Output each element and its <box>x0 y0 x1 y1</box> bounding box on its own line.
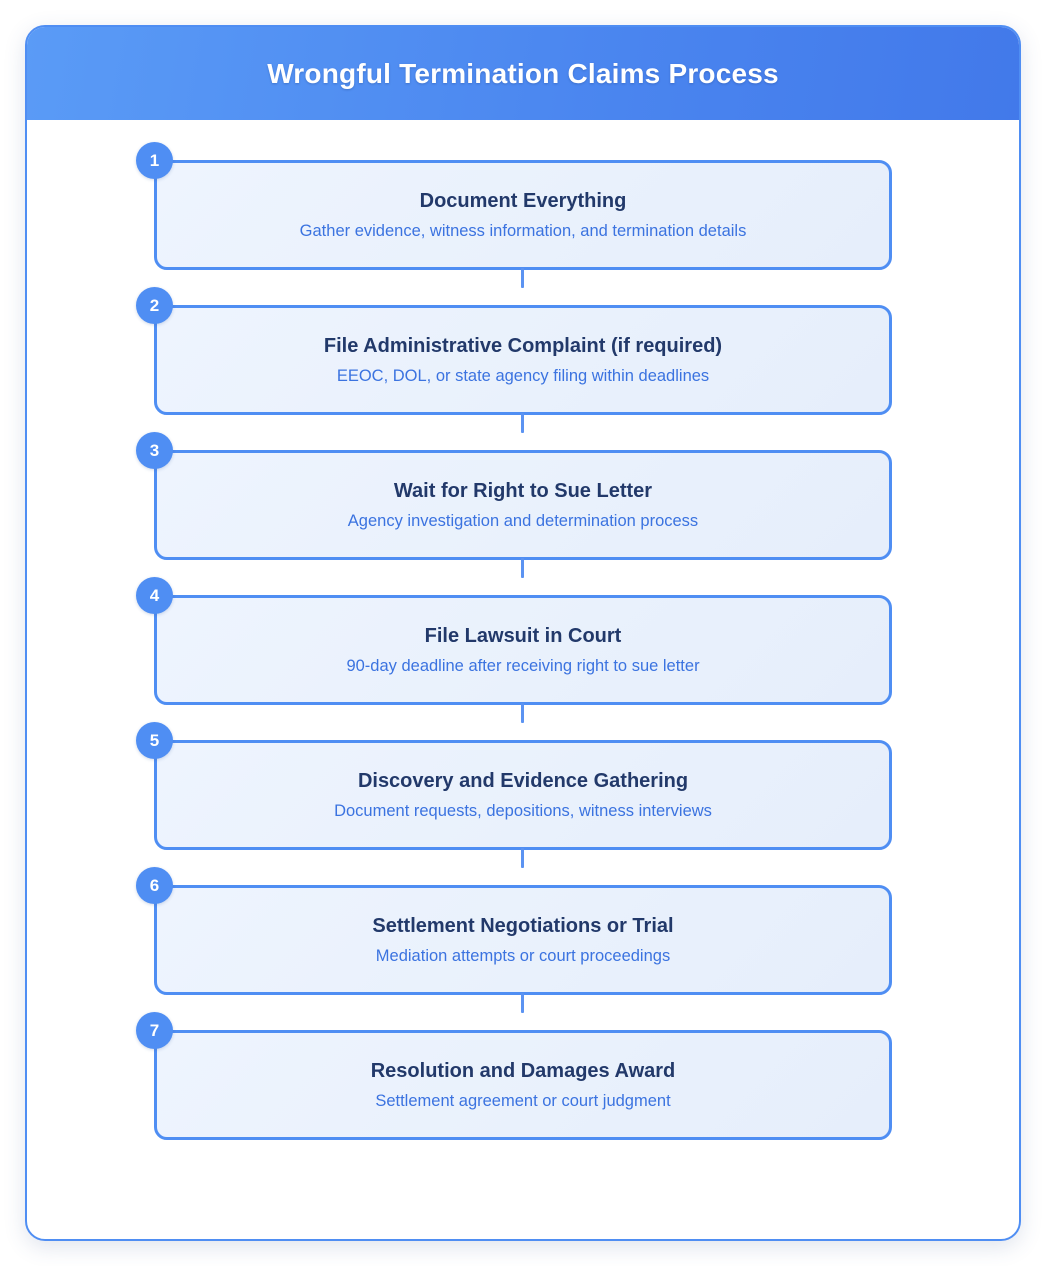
step-description: Document requests, depositions, witness … <box>334 801 712 820</box>
step-card[interactable]: File Lawsuit in Court 90-day deadline af… <box>154 595 892 705</box>
step-number-badge: 1 <box>136 142 173 179</box>
step-connector-line <box>521 413 524 433</box>
step-number-badge: 4 <box>136 577 173 614</box>
step-description: Settlement agreement or court judgment <box>375 1091 671 1110</box>
process-step-list: Document Everything Gather evidence, wit… <box>27 120 1019 1152</box>
step-connector-line <box>521 848 524 868</box>
step-description: Mediation attempts or court proceedings <box>375 946 671 965</box>
step-card[interactable]: Wait for Right to Sue Letter Agency inve… <box>154 450 892 560</box>
step-number-badge: 7 <box>136 1012 173 1049</box>
step-description: EEOC, DOL, or state agency filing within… <box>336 366 710 385</box>
step-connector-line <box>521 268 524 288</box>
step-description: Agency investigation and determination p… <box>347 511 699 530</box>
process-step: File Administrative Complaint (if requir… <box>27 268 1019 432</box>
step-number-badge: 5 <box>136 722 173 759</box>
step-connector-line <box>521 558 524 578</box>
process-step: Discovery and Evidence Gathering Documen… <box>27 703 1019 867</box>
infographic-header: Wrongful Termination Claims Process <box>27 27 1019 120</box>
step-description: 90-day deadline after receiving right to… <box>346 656 700 675</box>
step-title: File Administrative Complaint (if requir… <box>323 334 723 357</box>
page-title: Wrongful Termination Claims Process <box>267 57 779 89</box>
step-title: Settlement Negotiations or Trial <box>372 914 674 937</box>
process-step: Settlement Negotiations or Trial Mediati… <box>27 848 1019 1012</box>
step-title: File Lawsuit in Court <box>424 624 622 647</box>
step-number-badge: 6 <box>136 867 173 904</box>
step-card[interactable]: Discovery and Evidence Gathering Documen… <box>154 740 892 850</box>
process-step: File Lawsuit in Court 90-day deadline af… <box>27 558 1019 722</box>
step-number-badge: 2 <box>136 287 173 324</box>
step-card[interactable]: Settlement Negotiations or Trial Mediati… <box>154 885 892 995</box>
step-title: Document Everything <box>419 189 627 212</box>
process-step: Resolution and Damages Award Settlement … <box>27 993 1019 1152</box>
step-title: Discovery and Evidence Gathering <box>357 769 689 792</box>
step-title: Resolution and Damages Award <box>370 1059 676 1082</box>
step-card[interactable]: Resolution and Damages Award Settlement … <box>154 1030 892 1140</box>
process-step: Document Everything Gather evidence, wit… <box>27 142 1019 287</box>
step-connector-line <box>521 703 524 723</box>
step-title: Wait for Right to Sue Letter <box>393 479 653 502</box>
step-description: Gather evidence, witness information, an… <box>299 221 747 240</box>
step-connector-line <box>521 993 524 1013</box>
step-card[interactable]: Document Everything Gather evidence, wit… <box>154 160 892 270</box>
infographic-container: Wrongful Termination Claims Process Docu… <box>25 25 1021 1241</box>
step-card[interactable]: File Administrative Complaint (if requir… <box>154 305 892 415</box>
step-number-badge: 3 <box>136 432 173 469</box>
process-step: Wait for Right to Sue Letter Agency inve… <box>27 413 1019 577</box>
